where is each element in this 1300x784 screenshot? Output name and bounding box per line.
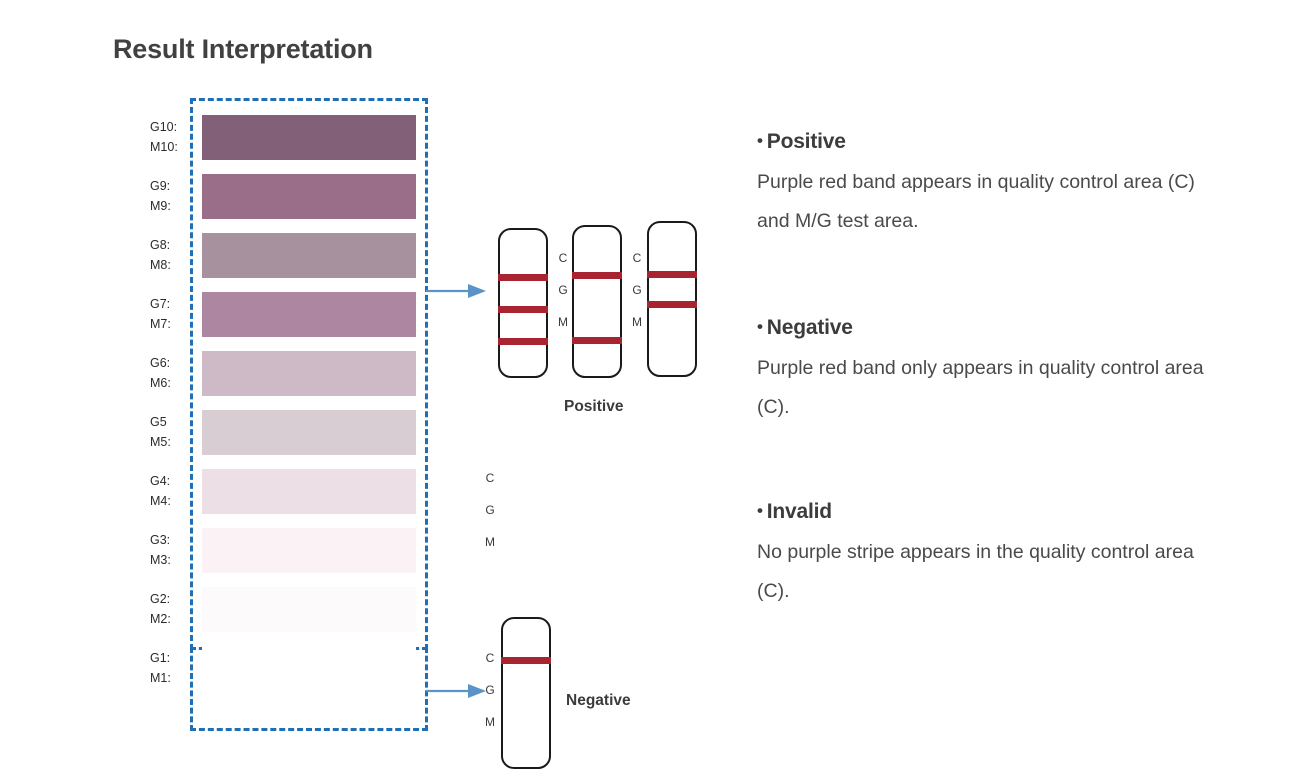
- band-m-strip1: [498, 338, 548, 345]
- swatch-label-m: M2:: [150, 612, 171, 626]
- swatch-label-g: G8:: [150, 238, 171, 252]
- swatch-label-m: M5:: [150, 435, 171, 449]
- swatch-row: G10: M10:: [150, 108, 428, 167]
- swatch-row-labels: G10: M10:: [150, 108, 188, 157]
- marker-label-m-1: M: [485, 535, 495, 549]
- swatch-color-chip: [202, 233, 416, 278]
- strip-negative: [501, 617, 551, 769]
- legend-title-text-positive: Positive: [766, 130, 846, 153]
- swatch-label-m: M10:: [150, 140, 178, 154]
- swatch-label-g: G1:: [150, 651, 171, 665]
- bullet-icon-positive: •: [757, 131, 763, 150]
- legend-item-invalid: •Invalid No purple stripe appears in the…: [757, 500, 1227, 611]
- page-title: Result Interpretation: [113, 34, 373, 64]
- swatch-row-labels: G7:M7:: [150, 285, 188, 334]
- legend-item-negative: •Negative Purple red band only appears i…: [757, 316, 1227, 427]
- legend-title-text-negative: Negative: [766, 316, 853, 339]
- marker-label-g-3: G: [632, 283, 642, 297]
- swatch-row: G1:M1:: [150, 639, 428, 698]
- swatch-label-g: G7:: [150, 297, 171, 311]
- swatch-row: G2:M2:: [150, 580, 428, 639]
- swatch-color-chip: [202, 469, 416, 514]
- legend-title-text-invalid: Invalid: [766, 500, 832, 523]
- swatch-row: G4:M4:: [150, 462, 428, 521]
- swatch-label-g: G9:: [150, 179, 171, 193]
- marker-label-g-neg: G: [485, 683, 495, 697]
- band-c-strip1: [498, 274, 548, 281]
- marker-label-c-1: C: [485, 471, 495, 485]
- swatch-row: G3:M3:: [150, 521, 428, 580]
- marker-label-c-3: C: [632, 251, 642, 265]
- swatch-color-chip: [202, 646, 416, 691]
- swatch-color-chip: [202, 587, 416, 632]
- legend-title-negative: •Negative: [757, 316, 1227, 340]
- arrow-positive: [426, 284, 486, 298]
- swatch-row: G7:M7:: [150, 285, 428, 344]
- negative-strip-group: C G M Negative: [480, 612, 720, 772]
- swatch-label-m: M6:: [150, 376, 171, 390]
- positive-strip-group: C G M Positive: [480, 220, 720, 548]
- swatch-row-labels: G9:M9:: [150, 167, 188, 216]
- marker-label-m-3: M: [632, 315, 642, 329]
- legend-text-negative: Purple red band only appears in quality …: [757, 357, 1204, 418]
- swatch-label-g: G5: [150, 415, 167, 429]
- swatch-color-chip: [202, 292, 416, 337]
- band-m-strip2: [572, 337, 622, 344]
- swatch-row-labels: G4:M4:: [150, 462, 188, 511]
- swatch-label-g: G4:: [150, 474, 171, 488]
- swatch-row-labels: G6:M6:: [150, 344, 188, 393]
- swatch-row-labels: G1:M1:: [150, 639, 188, 688]
- swatch-label-g: G10:: [150, 120, 178, 134]
- legend-title-invalid: •Invalid: [757, 500, 1227, 524]
- bullet-icon-negative: •: [757, 317, 763, 336]
- swatch-label-m: M8:: [150, 258, 171, 272]
- swatch-color-chip: [202, 528, 416, 573]
- swatch-label-g: G6:: [150, 356, 171, 370]
- marker-label-g-2: G: [558, 283, 568, 297]
- swatch-label-m: M7:: [150, 317, 171, 331]
- strip-positive-1: [498, 228, 548, 378]
- swatch-row-labels: G2:M2:: [150, 580, 188, 629]
- legend-text-positive: Purple red band appears in quality contr…: [757, 171, 1195, 232]
- swatch-label-m: M1:: [150, 671, 171, 685]
- swatch-label-m: M4:: [150, 494, 171, 508]
- strip-positive-2: [572, 225, 622, 378]
- swatch-color-chip: [202, 410, 416, 455]
- marker-label-g-1: G: [485, 503, 495, 517]
- marker-label-m-neg: M: [485, 715, 495, 729]
- swatch-row: G8:M8:: [150, 226, 428, 285]
- swatch-row-labels: G3:M3:: [150, 521, 188, 570]
- strip-caption-positive: Positive: [564, 398, 624, 415]
- swatch-label-g: G3:: [150, 533, 171, 547]
- legend-text-invalid: No purple stripe appears in the quality …: [757, 541, 1194, 602]
- bullet-icon-invalid: •: [757, 501, 763, 520]
- swatch-label-g: G2:: [150, 592, 171, 606]
- band-g-strip3: [647, 301, 697, 308]
- band-c-strip3: [647, 271, 697, 278]
- swatch-label-m: M9:: [150, 199, 171, 213]
- band-g-strip1: [498, 306, 548, 313]
- swatch-color-chip: [202, 174, 416, 219]
- swatch-row-labels: G8:M8:: [150, 226, 188, 275]
- band-c-strip2: [572, 272, 622, 279]
- band-c-strip-negative: [501, 657, 551, 664]
- swatch-label-m: M3:: [150, 553, 171, 567]
- strip-caption-negative: Negative: [566, 692, 631, 709]
- marker-label-m-2: M: [558, 315, 568, 329]
- legend-item-positive: •Positive Purple red band appears in qua…: [757, 130, 1227, 241]
- swatch-color-chip: [202, 351, 416, 396]
- legend-title-positive: •Positive: [757, 130, 1227, 154]
- swatch-row: G9:M9:: [150, 167, 428, 226]
- swatch-row: G6:M6:: [150, 344, 428, 403]
- strip-positive-3: [647, 221, 697, 377]
- marker-label-c-2: C: [558, 251, 568, 265]
- marker-label-c-neg: C: [485, 651, 495, 665]
- arrow-negative: [426, 684, 486, 698]
- swatch-color-chip: [202, 115, 416, 160]
